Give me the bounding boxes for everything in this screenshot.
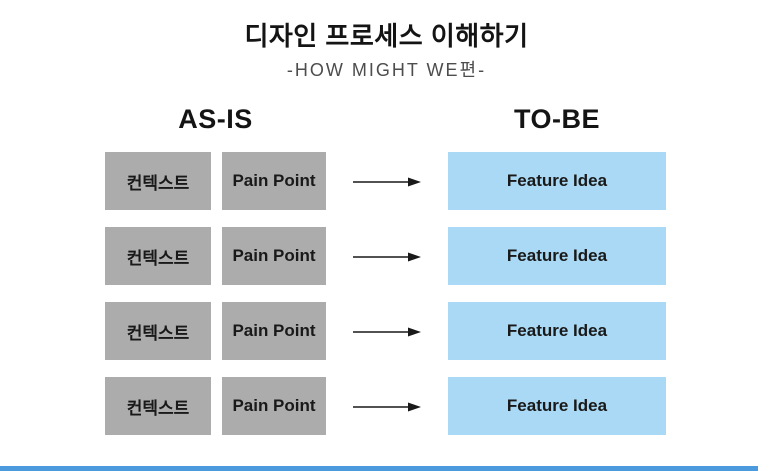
feature-idea-box: Feature Idea — [448, 302, 666, 360]
process-row: 컨텍스트 Pain Point Feature Idea — [0, 152, 773, 210]
pain-point-box: Pain Point — [222, 302, 326, 360]
feature-idea-box: Feature Idea — [448, 227, 666, 285]
feature-idea-box: Feature Idea — [448, 152, 666, 210]
context-box: 컨텍스트 — [105, 377, 211, 435]
pain-point-box: Pain Point — [222, 377, 326, 435]
arrow-right-icon — [352, 250, 422, 262]
process-row: 컨텍스트 Pain Point Feature Idea — [0, 227, 773, 285]
column-header-as-is: AS-IS — [178, 104, 253, 134]
page-subtitle: -HOW MIGHT WE편- — [286, 60, 487, 80]
pain-point-box: Pain Point — [222, 152, 326, 210]
feature-idea-box: Feature Idea — [448, 377, 666, 435]
progress-fill — [0, 466, 758, 471]
context-box: 컨텍스트 — [105, 152, 211, 210]
process-row: 컨텍스트 Pain Point Feature Idea — [0, 377, 773, 435]
arrow-right-icon — [352, 175, 422, 187]
arrow-right-icon — [352, 325, 422, 337]
video-progress-bar[interactable] — [0, 466, 773, 471]
context-box: 컨텍스트 — [105, 302, 211, 360]
pain-point-box: Pain Point — [222, 227, 326, 285]
context-box: 컨텍스트 — [105, 227, 211, 285]
page-title: 디자인 프로세스 이해하기 — [244, 21, 529, 51]
process-row: 컨텍스트 Pain Point Feature Idea — [0, 302, 773, 360]
column-header-to-be: TO-BE — [513, 104, 600, 134]
arrow-right-icon — [352, 400, 422, 412]
